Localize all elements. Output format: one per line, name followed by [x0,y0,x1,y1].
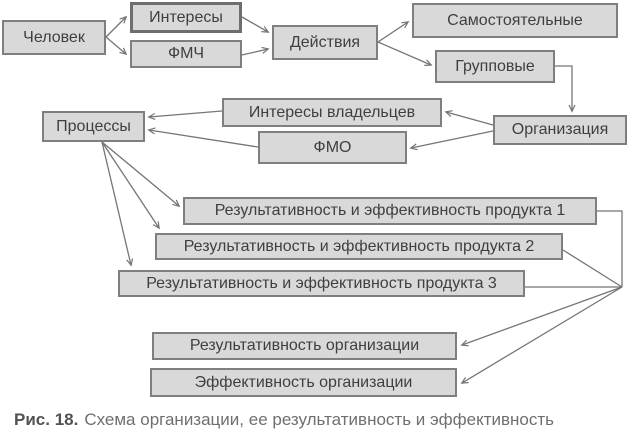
node-chelovek: Человек [2,20,106,55]
node-interesy-vladeltsev: Интересы владельцев [222,98,442,127]
node-product-2: Результативность и эффективность продукт… [155,233,563,260]
node-effektivnost-organizatsii: Эффективность организации [150,368,457,397]
node-deystviya: Действия [272,25,378,60]
node-product-1: Результативность и эффективность продукт… [183,197,597,225]
figure-caption-number: Рис. 18. [14,410,79,429]
node-organizatsiya: Организация [493,115,627,145]
node-interesy: Интересы [130,2,242,33]
node-fmo: ФМО [258,131,407,164]
figure-caption: Рис. 18. Схема организации, ее результати… [14,410,554,430]
figure-caption-text: Схема организации, ее результативность и… [84,410,555,429]
node-protsessy: Процессы [42,111,145,142]
node-gruppovye: Групповые [435,50,555,83]
node-samostoyatelnye: Самостоятельные [412,3,618,38]
node-fmch: ФМЧ [130,40,242,68]
node-rezultativnost-organizatsii: Результативность организации [152,332,457,360]
node-product-3: Результативность и эффективность продукт… [118,270,525,297]
